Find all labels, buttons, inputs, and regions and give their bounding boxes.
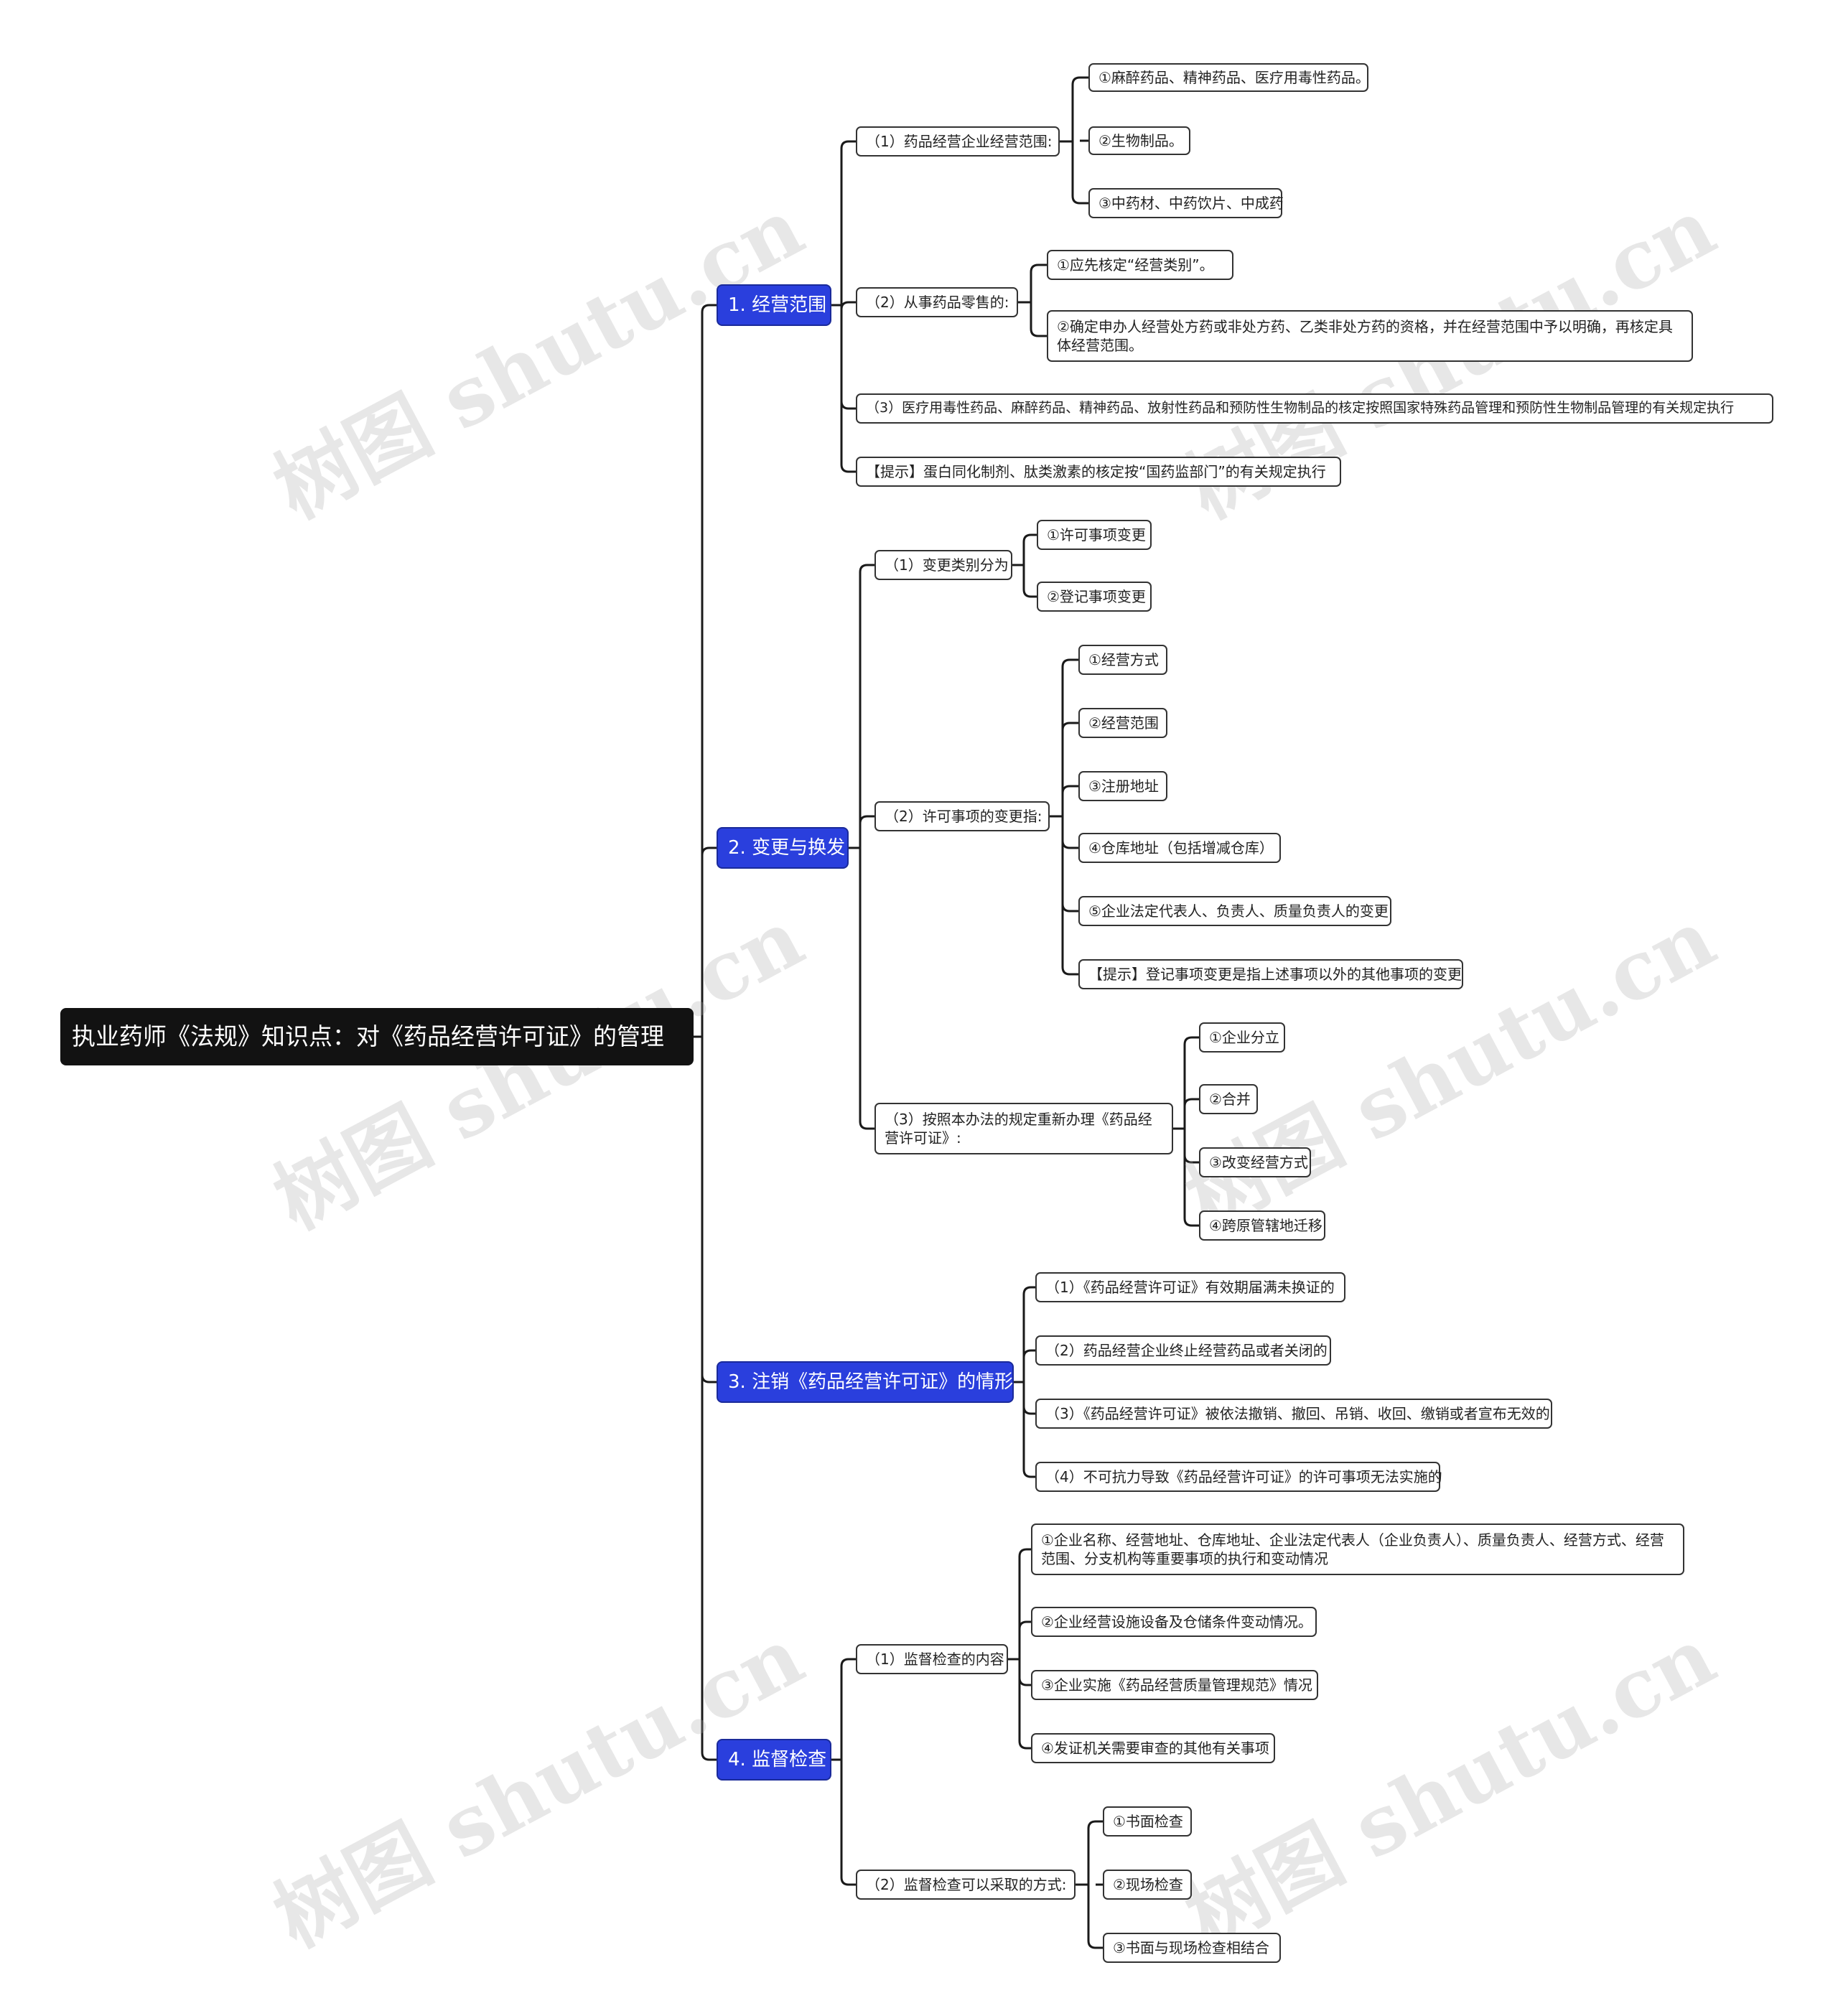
connector-line	[1071, 141, 1081, 205]
connector-line	[859, 564, 868, 848]
detail-node[interactable]: ①许可事项变更	[1037, 520, 1152, 550]
connector-line	[1022, 1382, 1032, 1478]
connector-line	[1061, 658, 1070, 816]
detail-node[interactable]: ②现场检查	[1103, 1870, 1192, 1900]
root-node[interactable]: 执业药师《法规》知识点：对《药品经营许可证》的管理	[60, 1008, 694, 1065]
topic-node[interactable]: （3）按照本办法的规定重新办理《药品经营许可证》:	[874, 1103, 1173, 1154]
detail-node[interactable]: ④跨原管辖地迁移	[1199, 1210, 1325, 1241]
connector-line	[1183, 1098, 1193, 1129]
topic-node[interactable]: （2）监督检查可以采取的方式:	[856, 1870, 1076, 1900]
detail-node[interactable]: ①经营方式	[1078, 645, 1167, 675]
detail-node[interactable]: ③注册地址	[1078, 771, 1167, 801]
detail-node[interactable]: ③企业实施《药品经营质量管理规范》情况	[1031, 1670, 1318, 1700]
connector-line	[1018, 1620, 1027, 1659]
detail-node[interactable]: ①企业分立	[1199, 1022, 1285, 1053]
topic-node[interactable]: （1）《药品经营许可证》有效期届满未换证的	[1035, 1272, 1345, 1302]
detail-node[interactable]: ④发证机关需要审查的其他有关事项	[1031, 1733, 1275, 1763]
detail-node[interactable]: ②企业经营设施设备及仓储条件变动情况。	[1031, 1607, 1317, 1637]
connector-line	[840, 140, 849, 305]
connector-line	[1183, 1129, 1193, 1227]
connector-line	[1018, 1659, 1027, 1750]
connector-line	[840, 1658, 849, 1760]
detail-node[interactable]: ②生物制品。	[1088, 126, 1190, 155]
detail-node[interactable]: ②合并	[1199, 1084, 1258, 1114]
connector-line	[1018, 1548, 1027, 1659]
detail-node[interactable]: ①书面检查	[1103, 1806, 1192, 1837]
connector-line	[1183, 1036, 1193, 1129]
detail-node[interactable]: ④仓库地址（包括增减仓库）	[1078, 833, 1281, 863]
topic-node[interactable]: （2）从事药品零售的:	[856, 287, 1018, 317]
topic-node[interactable]: 【提示】蛋白同化制剂、肽类激素的核定按“国药监部门”的有关规定执行	[856, 457, 1341, 487]
connector-line	[1061, 785, 1070, 816]
connector-line	[1061, 816, 1070, 976]
detail-node[interactable]: ①麻醉药品、精神药品、医疗用毒性药品。	[1088, 63, 1370, 92]
topic-node[interactable]: （1）药品经营企业经营范围:	[856, 126, 1060, 157]
connector-line	[1030, 302, 1039, 337]
connector-line	[701, 304, 710, 1037]
topic-node[interactable]: （1）监督检查的内容	[856, 1644, 1008, 1674]
detail-node[interactable]: ③中药材、中药饮片、中成药	[1088, 188, 1284, 218]
detail-node[interactable]: ②确定申办人经营处方药或非处方药、乙类非处方药的资格，并在经营范围中予以明确，再…	[1047, 310, 1693, 362]
detail-node[interactable]: ①应先核定“经营类别”。	[1047, 250, 1233, 280]
branch-node-cancellation[interactable]: 3. 注销《药品经营许可证》的情形	[717, 1361, 1014, 1403]
branch-node-change-renewal[interactable]: 2. 变更与换发	[717, 827, 849, 869]
connector-line	[840, 305, 849, 473]
topic-node[interactable]: （3）《药品经营许可证》被依法撤销、撤回、吊销、收回、缴销或者宣布无效的	[1035, 1399, 1552, 1429]
topic-node[interactable]: （2）许可事项的变更指:	[874, 801, 1050, 831]
detail-node[interactable]: ⑤企业法定代表人、负责人、质量负责人的变更	[1078, 896, 1391, 926]
connector-line	[1022, 533, 1032, 565]
detail-node[interactable]: ②登记事项变更	[1037, 582, 1152, 612]
connector-line	[1022, 565, 1032, 598]
topic-node[interactable]: （1）变更类别分为	[874, 550, 1012, 580]
connector-line	[859, 815, 868, 848]
connector-line	[1071, 76, 1081, 141]
connector-line	[1087, 1885, 1096, 1949]
branch-node-supervision[interactable]: 4. 监督检查	[717, 1739, 831, 1781]
branch-node-business-scope[interactable]: 1. 经营范围	[717, 284, 831, 326]
detail-node[interactable]: ①企业名称、经营地址、仓库地址、企业法定代表人（企业负责人）、质量负责人、经营方…	[1031, 1523, 1684, 1575]
topic-node[interactable]: （3）医疗用毒性药品、麻醉药品、精神药品、放射性药品和预防性生物制品的核定按照国…	[856, 393, 1773, 424]
connector-line	[1061, 722, 1070, 816]
connector-line	[1022, 1286, 1032, 1382]
detail-node[interactable]: ③书面与现场检查相结合	[1103, 1933, 1281, 1963]
detail-node[interactable]: ②经营范围	[1078, 708, 1167, 738]
topic-node[interactable]: （2）药品经营企业终止经营药品或者关闭的	[1035, 1335, 1331, 1366]
connector-line	[1087, 1820, 1096, 1885]
connector-line	[859, 848, 868, 1130]
connector-line	[701, 846, 710, 1037]
detail-node[interactable]: ③改变经营方式	[1199, 1147, 1311, 1177]
connector-line	[1030, 263, 1039, 302]
topic-node[interactable]: （4）不可抗力导致《药品经营许可证》的许可事项无法实施的	[1035, 1462, 1442, 1492]
connector-line	[701, 1037, 710, 1761]
connector-line	[1022, 1349, 1032, 1382]
connector-line	[840, 1760, 849, 1886]
detail-node[interactable]: 【提示】登记事项变更是指上述事项以外的其他事项的变更	[1078, 959, 1463, 989]
